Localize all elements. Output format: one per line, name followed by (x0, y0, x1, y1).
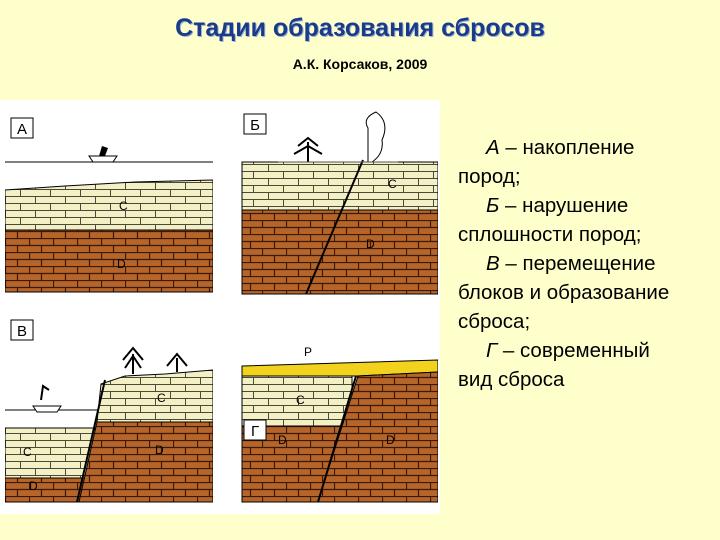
layer-label: C (23, 445, 32, 459)
boat-icon (88, 146, 118, 163)
layer-label: D (29, 479, 38, 493)
layer-label: D (117, 257, 126, 271)
layer-label: D (278, 433, 287, 447)
tree-icon (122, 346, 188, 374)
panel-label: А (17, 121, 27, 138)
legend-item-a: А – накопление пород; (458, 136, 635, 188)
legend-item-b: Б – нарушение сплошности пород; (458, 194, 642, 246)
layer-label: C (157, 391, 166, 405)
panel-b: Б C D (238, 108, 438, 302)
layer-label: C (119, 199, 128, 213)
layer-label: C (296, 393, 305, 407)
panel-label: Б (250, 117, 260, 134)
panel-label: Г (251, 423, 259, 440)
layer-label: D (155, 443, 164, 457)
layer-label: P (304, 345, 312, 359)
layer-label: D (386, 433, 395, 447)
layer-label: D (366, 237, 375, 251)
boat-icon (32, 384, 62, 413)
page-subtitle: А.К. Корсаков, 2009 (292, 56, 428, 72)
legend: А – накопление пород; Б – нарушение спло… (458, 133, 718, 394)
page-title: Стадии образования сбросов (175, 14, 545, 42)
panel-c: В C C D D (5, 314, 213, 508)
legend-item-c: В – перемещение блоков и образование сбр… (458, 252, 670, 333)
tree-icon (293, 111, 386, 163)
legend-item-d: Г – современный вид сброса (458, 339, 650, 391)
figure-area: А C D Б C D (0, 100, 440, 514)
panel-a: А C D (5, 112, 213, 302)
panel-label: В (17, 323, 27, 340)
layer-label: C (388, 177, 397, 191)
panel-d: Г P C D D (238, 314, 438, 508)
